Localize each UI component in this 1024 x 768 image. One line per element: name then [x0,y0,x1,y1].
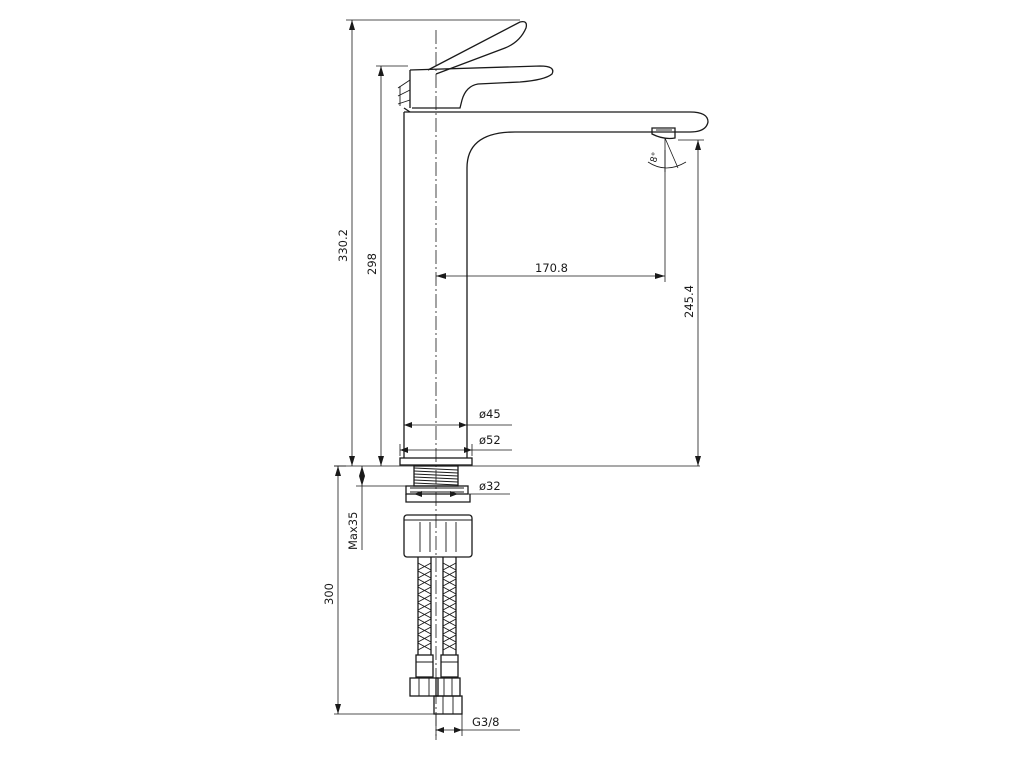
label-spout-height: 298 [365,253,379,275]
label-outlet-height: 245.4 [682,285,696,318]
label-connection-thread: G3/8 [472,715,499,729]
label-overall-height: 330.2 [336,229,350,262]
dim-body-diameter [403,420,512,430]
label-hose-length: 300 [322,583,336,605]
label-aerator-angle: 8° [649,151,661,163]
dim-aerator-angle [647,137,687,172]
flexible-hoses [409,557,463,715]
label-body-diameter: ø45 [479,407,501,421]
label-base-diameter: ø52 [479,433,501,447]
dim-thread-diameter [414,491,510,497]
dim-max-deck [356,466,406,550]
threaded-shank [403,465,473,558]
dim-spout-height [376,65,408,466]
lever-handle [397,20,554,113]
dim-connection-thread [435,714,520,736]
dim-base-diameter [399,444,512,456]
dim-outlet-height [678,139,704,466]
label-reach: 170.8 [535,261,568,275]
dim-overall-height [346,19,520,466]
label-thread-diameter: ø32 [479,479,501,493]
faucet-body [403,111,709,465]
label-max-deck: Max35 [346,512,360,550]
dim-hose-length [334,465,436,715]
